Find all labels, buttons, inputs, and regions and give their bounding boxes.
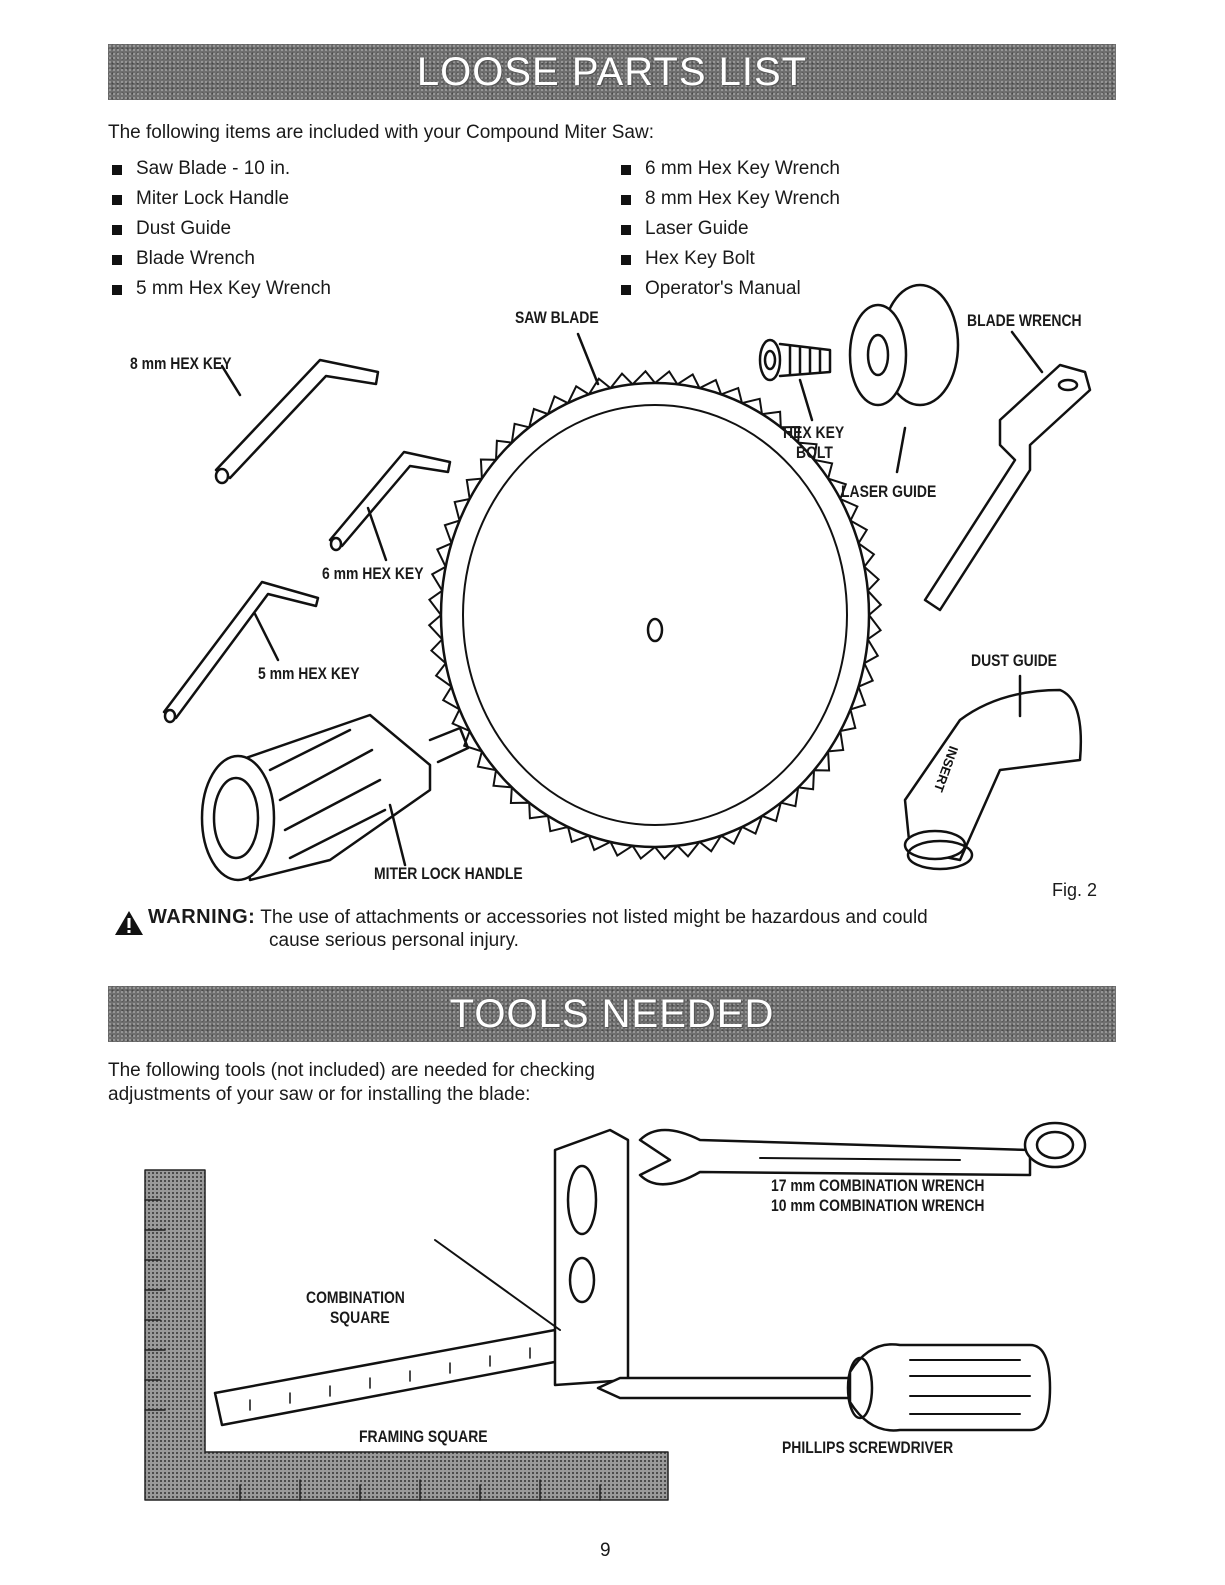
label-miter-lock-handle: MITER LOCK HANDLE bbox=[374, 864, 523, 883]
page-number: 9 bbox=[600, 1540, 611, 1561]
tools-intro-line2: adjustments of your saw or for installin… bbox=[108, 1084, 531, 1105]
label-8mm-hex-key: 8 mm HEX KEY bbox=[130, 354, 232, 373]
parts-list-item: 8 mm Hex Key Wrench bbox=[617, 184, 840, 214]
warning-line1: The use of attachments or accessories no… bbox=[260, 907, 928, 928]
figure-number: Fig. 2 bbox=[1052, 880, 1098, 900]
parts-list-item: Blade Wrench bbox=[108, 244, 331, 274]
parts-list-item: Laser Guide bbox=[617, 214, 840, 244]
hex-key-bolt-drawing bbox=[758, 338, 832, 422]
warning-block: WARNING: The use of attachments or acces… bbox=[148, 906, 928, 929]
loose-parts-heading: LOOSE PARTS LIST bbox=[416, 49, 808, 94]
parts-list-item: Dust Guide bbox=[108, 214, 331, 244]
parts-list-item: 6 mm Hex Key Wrench bbox=[617, 154, 840, 184]
loose-parts-intro: The following items are included with yo… bbox=[108, 122, 654, 143]
combination-square-drawing bbox=[213, 1128, 630, 1427]
dust-guide-drawing bbox=[903, 674, 1083, 871]
hex-key-5mm-drawing bbox=[162, 580, 320, 724]
parts-list-item: Miter Lock Handle bbox=[108, 184, 331, 214]
combination-wrench-drawing bbox=[638, 1121, 1087, 1186]
label-saw-blade: SAW BLADE bbox=[515, 308, 599, 327]
miter-lock-handle-drawing bbox=[200, 713, 470, 882]
loose-parts-illustration: INSERT bbox=[162, 283, 1092, 882]
laser-guide-drawing bbox=[848, 283, 960, 474]
tools-intro-line1: The following tools (not included) are n… bbox=[108, 1060, 595, 1081]
label-hex-key-bolt-line2: BOLT bbox=[796, 443, 833, 462]
tools-illustration bbox=[144, 1121, 1087, 1501]
parts-list-item: Hex Key Bolt bbox=[617, 244, 840, 274]
tools-needed-heading: TOOLS NEEDED bbox=[449, 991, 775, 1036]
tools-needed-banner: TOOLS NEEDED bbox=[108, 986, 1116, 1042]
hex-key-8mm-drawing bbox=[214, 358, 380, 485]
framing-square-drawing bbox=[144, 1169, 669, 1501]
label-laser-guide: LASER GUIDE bbox=[841, 482, 937, 501]
label-blade-wrench: BLADE WRENCH bbox=[967, 311, 1082, 330]
label-dust-guide: DUST GUIDE bbox=[971, 651, 1057, 670]
warning-label: WARNING: bbox=[148, 906, 256, 928]
parts-list-item: 5 mm Hex Key Wrench bbox=[108, 274, 331, 304]
label-5mm-hex-key: 5 mm HEX KEY bbox=[258, 664, 360, 683]
warning-line2: cause serious personal injury. bbox=[269, 930, 519, 951]
phillips-screwdriver-drawing bbox=[596, 1343, 1052, 1432]
parts-list-item: Operator's Manual bbox=[617, 274, 840, 304]
label-framing-square: FRAMING SQUARE bbox=[359, 1427, 488, 1446]
saw-blade-drawing bbox=[439, 332, 871, 849]
blade-wrench-drawing bbox=[923, 330, 1092, 612]
label-combination-square-line2: SQUARE bbox=[330, 1308, 390, 1327]
label-6mm-hex-key: 6 mm HEX KEY bbox=[322, 564, 424, 583]
parts-list-item: Saw Blade - 10 in. bbox=[108, 154, 331, 184]
label-hex-key-bolt-line1: HEX KEY bbox=[783, 423, 845, 442]
label-17mm-combination-wrench: 17 mm COMBINATION WRENCH bbox=[771, 1176, 985, 1195]
warning-icon bbox=[115, 911, 143, 935]
label-10mm-combination-wrench: 10 mm COMBINATION WRENCH bbox=[771, 1196, 985, 1215]
loose-parts-banner: LOOSE PARTS LIST bbox=[108, 44, 1116, 100]
hex-key-6mm-drawing bbox=[328, 450, 452, 562]
label-phillips-screwdriver: PHILLIPS SCREWDRIVER bbox=[782, 1438, 954, 1457]
label-combination-square-line1: COMBINATION bbox=[306, 1288, 405, 1307]
